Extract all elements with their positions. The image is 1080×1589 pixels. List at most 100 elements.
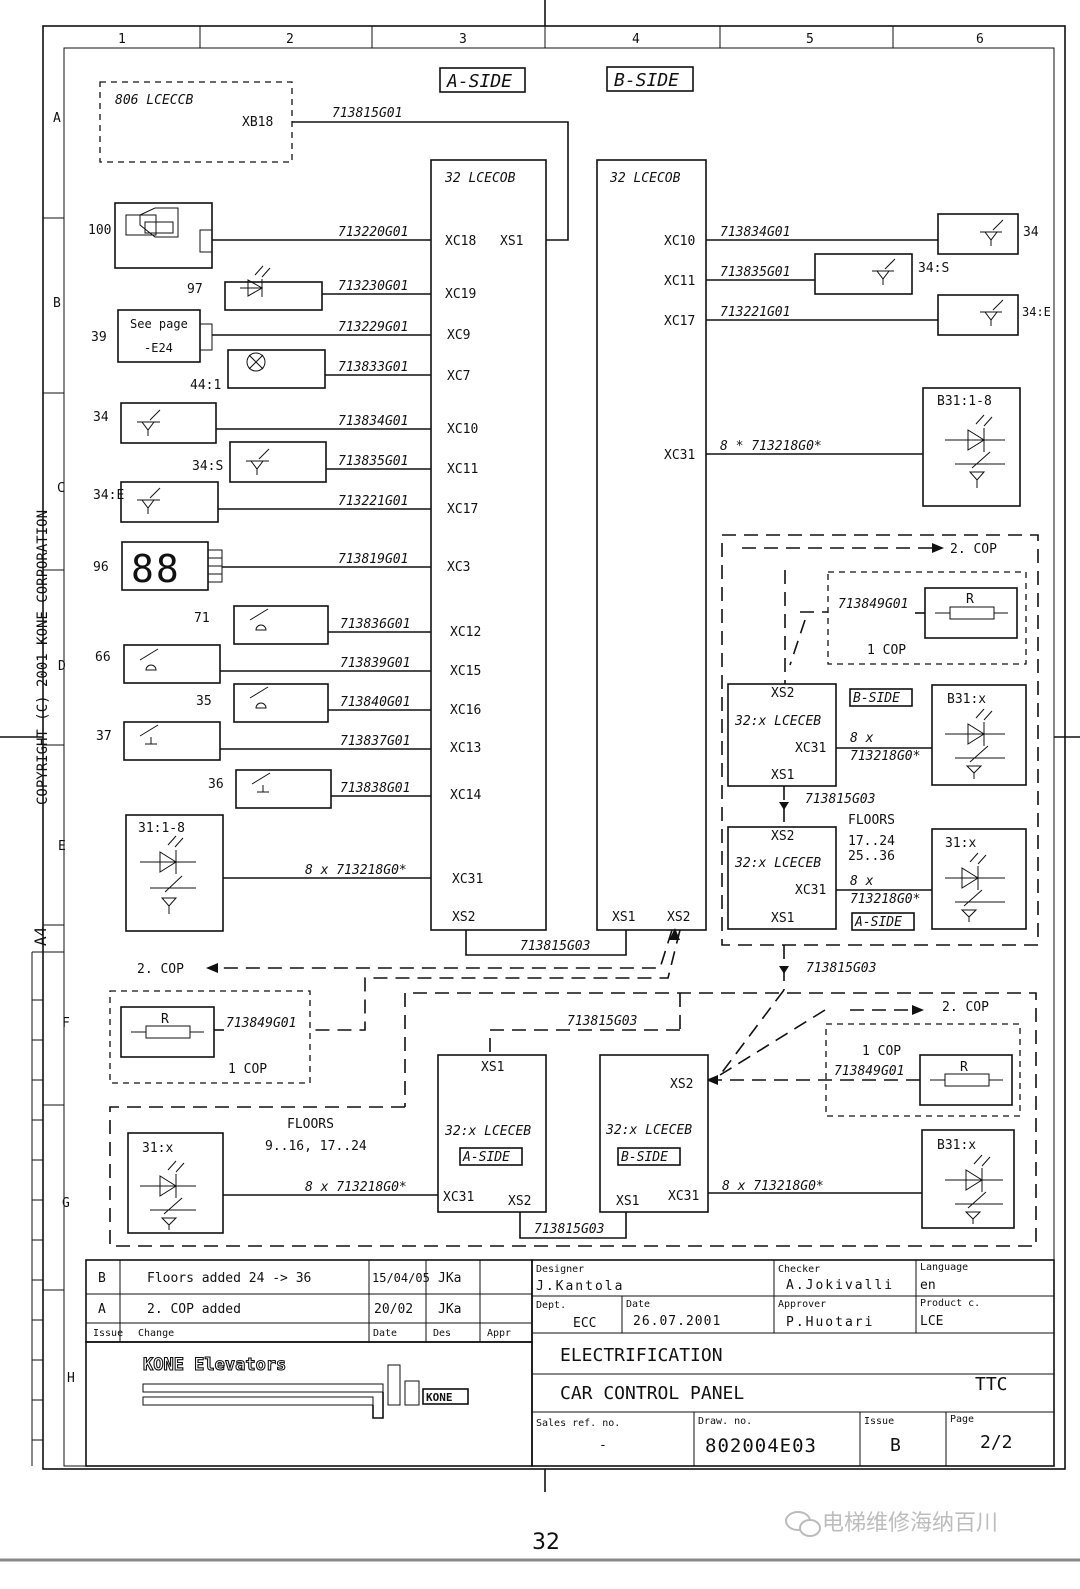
r2-xs1: XS1 [771, 911, 794, 926]
designer-value: J.Kantola [536, 1279, 624, 1294]
rev-a-date: 20/02 [374, 1302, 413, 1317]
b-cable-713834: 713834G01 [720, 225, 790, 240]
r1-xc31: XC31 [795, 741, 826, 756]
cable-713836: 713836G01 [340, 617, 410, 632]
g-floors: FLOORS [287, 1117, 334, 1132]
drawing-code: TTC [975, 1374, 1008, 1395]
rdev-34-label: 34 [1023, 225, 1039, 240]
dev-35-label: 35 [196, 694, 212, 709]
g-r-label: R [960, 1060, 968, 1075]
g-link-top: 713815G03 [567, 1014, 637, 1029]
dev-39-label: 39 [91, 330, 107, 345]
rev-a-des: JKa [438, 1302, 461, 1317]
port-b-xc17: XC17 [664, 314, 695, 329]
port-xc18: XC18 [445, 234, 476, 249]
l-one-cop: 1 COP [228, 1062, 267, 1077]
l-cop-cable: 713849G01 [226, 1016, 296, 1031]
revision-block: B Floors added 24 -> 36 15/04/05 JKa A 2… [85, 1259, 533, 1343]
date-value: 26.07.2001 [633, 1314, 721, 1329]
dev-36-label: 36 [208, 777, 224, 792]
see-page-text: See page [130, 317, 188, 331]
lceccb-block: 806 LCECCB XB18 713815G01 [99, 81, 569, 241]
logo-wordmark: KONE [426, 1391, 453, 1404]
rev-a-issue: A [98, 1302, 106, 1317]
a-side-label: A-SIDE [446, 71, 512, 92]
r2-cable8: 713218G0* [850, 892, 920, 907]
r-one-cop: 1 COP [867, 643, 906, 658]
row-label-a: A [53, 111, 61, 126]
issue-label: Issue [864, 1416, 894, 1427]
language-label: Language [920, 1262, 968, 1273]
sales-ref-value: - [599, 1438, 607, 1453]
r-floors: FLOORS [848, 813, 895, 828]
col-label-4: 4 [632, 32, 640, 47]
rev-h-change: Change [138, 1328, 174, 1339]
rev-b-change: Floors added 24 -> 36 [147, 1271, 311, 1286]
g-a-xs1: XS1 [481, 1060, 504, 1075]
g-two-cop: 2. COP [942, 1000, 989, 1015]
dev-37-label: 37 [96, 729, 112, 744]
port-xc9: XC9 [447, 328, 470, 343]
row-label-c: C [57, 481, 65, 496]
bottom-cop-group: 713815G03 2. COP 1 COP 713849G01 R FLOOR… [109, 989, 1037, 1247]
r2-xs2: XS2 [771, 829, 794, 844]
r2-eight: 8 x [850, 874, 874, 889]
r-cop-cable: 713849G01 [838, 597, 908, 612]
dept-label: Dept. [536, 1300, 566, 1311]
dev-96-label: 96 [93, 560, 109, 575]
col-label-6: 6 [976, 32, 984, 47]
rev-h-des: Des [433, 1328, 451, 1339]
left-cop-chain: 2. COP R 713849G01 1 COP [109, 928, 681, 1084]
column-ruler: 1 2 3 4 5 6 [118, 26, 984, 48]
xb18-port: XB18 [242, 115, 273, 130]
r1-b31x: B31:x [947, 692, 986, 707]
port-xc3: XC3 [447, 560, 470, 575]
main-link-cable: 713815G03 [520, 939, 590, 954]
r2-module: 32:x LCECEB [734, 856, 821, 871]
cable-713221: 713221G01 [338, 494, 408, 509]
page-number: 32 [532, 1530, 560, 1555]
sales-ref-label: Sales ref. no. [536, 1418, 620, 1429]
b-side-label: B-SIDE [614, 70, 679, 91]
dev-71-label: 71 [194, 611, 210, 626]
col-label-1: 1 [118, 32, 126, 47]
drawing-title-1: ELECTRIFICATION [560, 1345, 723, 1366]
dev-34e-label: 34:E [93, 488, 124, 503]
title-block: Designer J.Kantola Checker A.Jokivalli L… [531, 1259, 1055, 1467]
right-group-link: 713815G03 [779, 945, 876, 990]
company-logo-block: KONE Elevators KONE [85, 1341, 533, 1467]
r1-xs1: XS1 [771, 768, 794, 783]
dev-34s-label: 34:S [192, 459, 223, 474]
r-floors2: 25..36 [848, 849, 895, 864]
checker-value: A.Jokivalli [786, 1278, 894, 1293]
product-label: Product c. [920, 1298, 980, 1309]
draw-no-label: Draw. no. [698, 1416, 752, 1427]
b-cable-8x: 8 * 713218G0* [720, 439, 822, 454]
rev-b-issue: B [98, 1271, 106, 1286]
main-b-xs2: XS2 [667, 910, 690, 925]
main-board-a: 32 LCECOB XS1 XS2 XC18 XC19 XC9 XC7 XC10… [430, 159, 547, 931]
dev-66-label: 66 [95, 650, 111, 665]
rev-a-change: 2. COP added [147, 1302, 241, 1317]
cable-713840: 713840G01 [340, 695, 410, 710]
cable-8x-a: 8 x 713218G0* [305, 863, 407, 878]
rev-b-date: 15/04/05 [372, 1271, 430, 1285]
g-b-xs2: XS2 [670, 1077, 693, 1092]
g-b-side: B-SIDE [621, 1150, 668, 1165]
row-label-d: D [58, 659, 66, 674]
port-xc14: XC14 [450, 788, 481, 803]
language-value: en [920, 1278, 936, 1293]
product-value: LCE [920, 1314, 943, 1329]
designer-label: Designer [536, 1264, 584, 1275]
port-xc15: XC15 [450, 664, 481, 679]
cable-713230: 713230G01 [338, 279, 408, 294]
date-label: Date [626, 1299, 650, 1310]
main-a-xs2: XS2 [452, 910, 475, 925]
cable-713229: 713229G01 [338, 320, 408, 335]
g-one-cop: 1 COP [862, 1044, 901, 1059]
right-cop-group: 2. COP 713849G01 R 1 COP XS2 32:x LCECEB… [721, 534, 1039, 946]
main-b-name: 32 LCECOB [609, 171, 681, 186]
cable-713834: 713834G01 [338, 414, 408, 429]
r2-a-side: A-SIDE [854, 915, 902, 930]
